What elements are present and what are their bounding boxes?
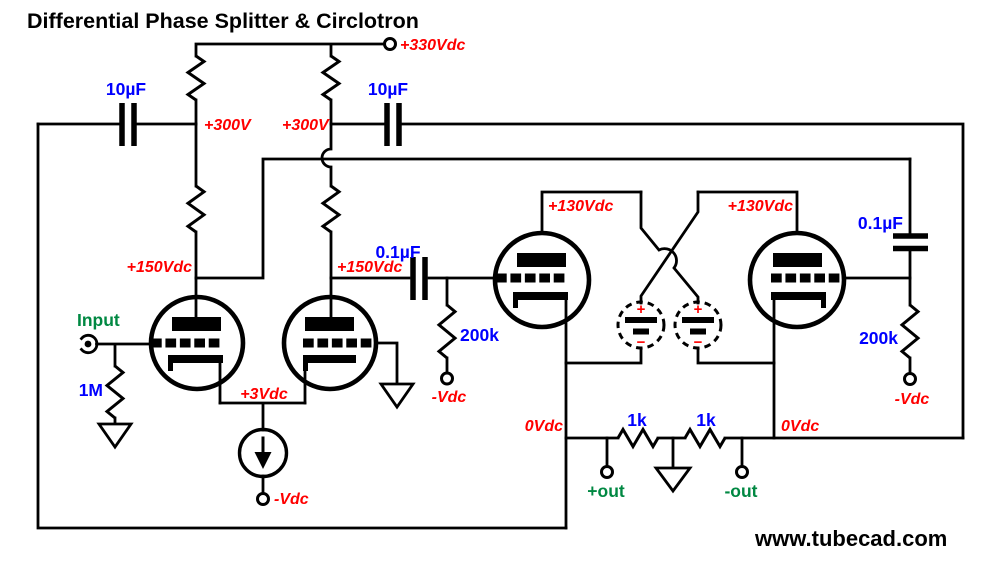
label-grid-bias-left: -Vdc [432, 389, 467, 406]
label-grid-resistor-right: 200k [859, 328, 898, 348]
grid-resistor-right [899, 303, 921, 360]
b-plus-resistor-right [320, 54, 342, 102]
label-coupling-cap-right: 0.1µF [858, 213, 903, 233]
bootstrap-cap-left [119, 103, 137, 146]
tube-plate [172, 317, 221, 331]
right-battery-negative-wire [696, 346, 776, 365]
bridge-resistor-right [683, 426, 727, 450]
current-source-arrow-head [254, 452, 272, 469]
label-bridge-resistor-right: 1k [696, 410, 716, 430]
label-splitter-plate-right: +150Vdc [337, 259, 402, 276]
tube-plate [305, 317, 354, 331]
ground-symbol-output-center [653, 466, 693, 494]
label-b-plus: +330Vdc [400, 37, 465, 54]
label-coupling-cap-left: 0.1µF [375, 242, 420, 262]
label-grid-bias-right: -Vdc [895, 391, 930, 408]
label-input: Input [77, 310, 120, 330]
resistors [104, 54, 921, 450]
input-wire [95, 342, 153, 426]
bootstrap-cap-right [384, 103, 402, 146]
battery-plus-sign: + [694, 301, 703, 318]
ground-symbol-input [96, 422, 134, 450]
labels: Differential Phase Splitter & Circlotron… [27, 9, 947, 551]
tail-supply-terminal [256, 492, 270, 506]
label-output-cathode-right: 0Vdc [781, 418, 819, 435]
coupling-cap-left [410, 257, 428, 300]
label-output-plate-left: +130Vdc [548, 198, 613, 215]
battery-minus-sign: − [637, 334, 646, 351]
label-bootstrap-cap-right: 10µF [368, 79, 409, 99]
grid-bias-terminal-left [440, 371, 454, 386]
input-jack [79, 333, 99, 355]
b-plus-resistor-left [185, 54, 207, 102]
floating-supply-right: + − [673, 300, 723, 351]
b-plus-terminal [383, 37, 397, 51]
battery-minus-sign: − [694, 334, 703, 351]
label-cathode-node: +3Vdc [240, 386, 288, 403]
plate-resistor-right [320, 184, 342, 234]
floating-supply-left: + − [616, 300, 666, 351]
b-plus-rail [194, 42, 386, 126]
terminals [79, 37, 917, 506]
left-border-and-bottom-rail [36, 122, 568, 530]
output-pos-terminal [600, 465, 614, 479]
label-output-neg: -out [724, 481, 757, 501]
grounded-grid-wire [374, 341, 399, 386]
input-resistor [104, 364, 126, 420]
wires [36, 42, 965, 530]
output-neg-terminal [735, 465, 749, 479]
battery-plus-sign: + [637, 301, 646, 318]
left-plate-to-right-coupling-wire [194, 157, 912, 280]
website-label: www.tubecad.com [754, 526, 947, 551]
coupling-cap-right [893, 233, 928, 252]
tube-envelope [492, 230, 592, 330]
label-plate-node-right: +300V [282, 117, 330, 134]
grid-bias-terminal-right [903, 372, 917, 386]
label-grid-resistor-left: 200k [460, 325, 499, 345]
battery-outline [616, 300, 666, 350]
page-title: Differential Phase Splitter & Circlotron [27, 9, 419, 33]
label-splitter-plate-left: +150Vdc [127, 259, 192, 276]
tube-plate [517, 253, 566, 267]
left-battery-negative-wire [564, 346, 643, 365]
splitter-triode-left [148, 294, 246, 392]
right-output-plate-wire [696, 190, 799, 233]
tail-current-source [237, 427, 289, 479]
input-jack-ring [79, 333, 99, 355]
plate-resistor-left [185, 184, 207, 234]
cathode-bus [218, 401, 307, 432]
grid-resistor-left [436, 303, 458, 360]
input-jack-tip [84, 340, 92, 348]
top-right-bootstrap-wire [329, 122, 965, 440]
label-output-pos: +out [587, 481, 625, 501]
output-terminal-stubs [605, 436, 744, 470]
battery-outline [673, 300, 723, 350]
cross-wire-right-to-left-battery [639, 190, 700, 305]
tube-plate [773, 253, 822, 267]
current-source-outline [237, 427, 289, 479]
output-triode-left [492, 230, 592, 330]
output-triode-right [747, 230, 847, 330]
bridge-resistor-left [616, 426, 660, 450]
capacitors [119, 103, 928, 300]
label-output-plate-right: +130Vdc [728, 198, 793, 215]
label-input-resistor: 1M [79, 380, 103, 400]
label-output-cathode-left: 0Vdc [525, 418, 563, 435]
label-tail-supply: -Vdc [274, 491, 309, 508]
label-plate-node-left: +300V [204, 117, 252, 134]
splitter-triode-right [281, 294, 379, 392]
label-bridge-resistor-left: 1k [627, 410, 647, 430]
label-bootstrap-cap-left: 10µF [106, 79, 147, 99]
ground-symbol-grid [378, 382, 416, 410]
cross-wire-left-to-right-battery [639, 190, 700, 305]
left-output-plate-wire [540, 190, 643, 235]
